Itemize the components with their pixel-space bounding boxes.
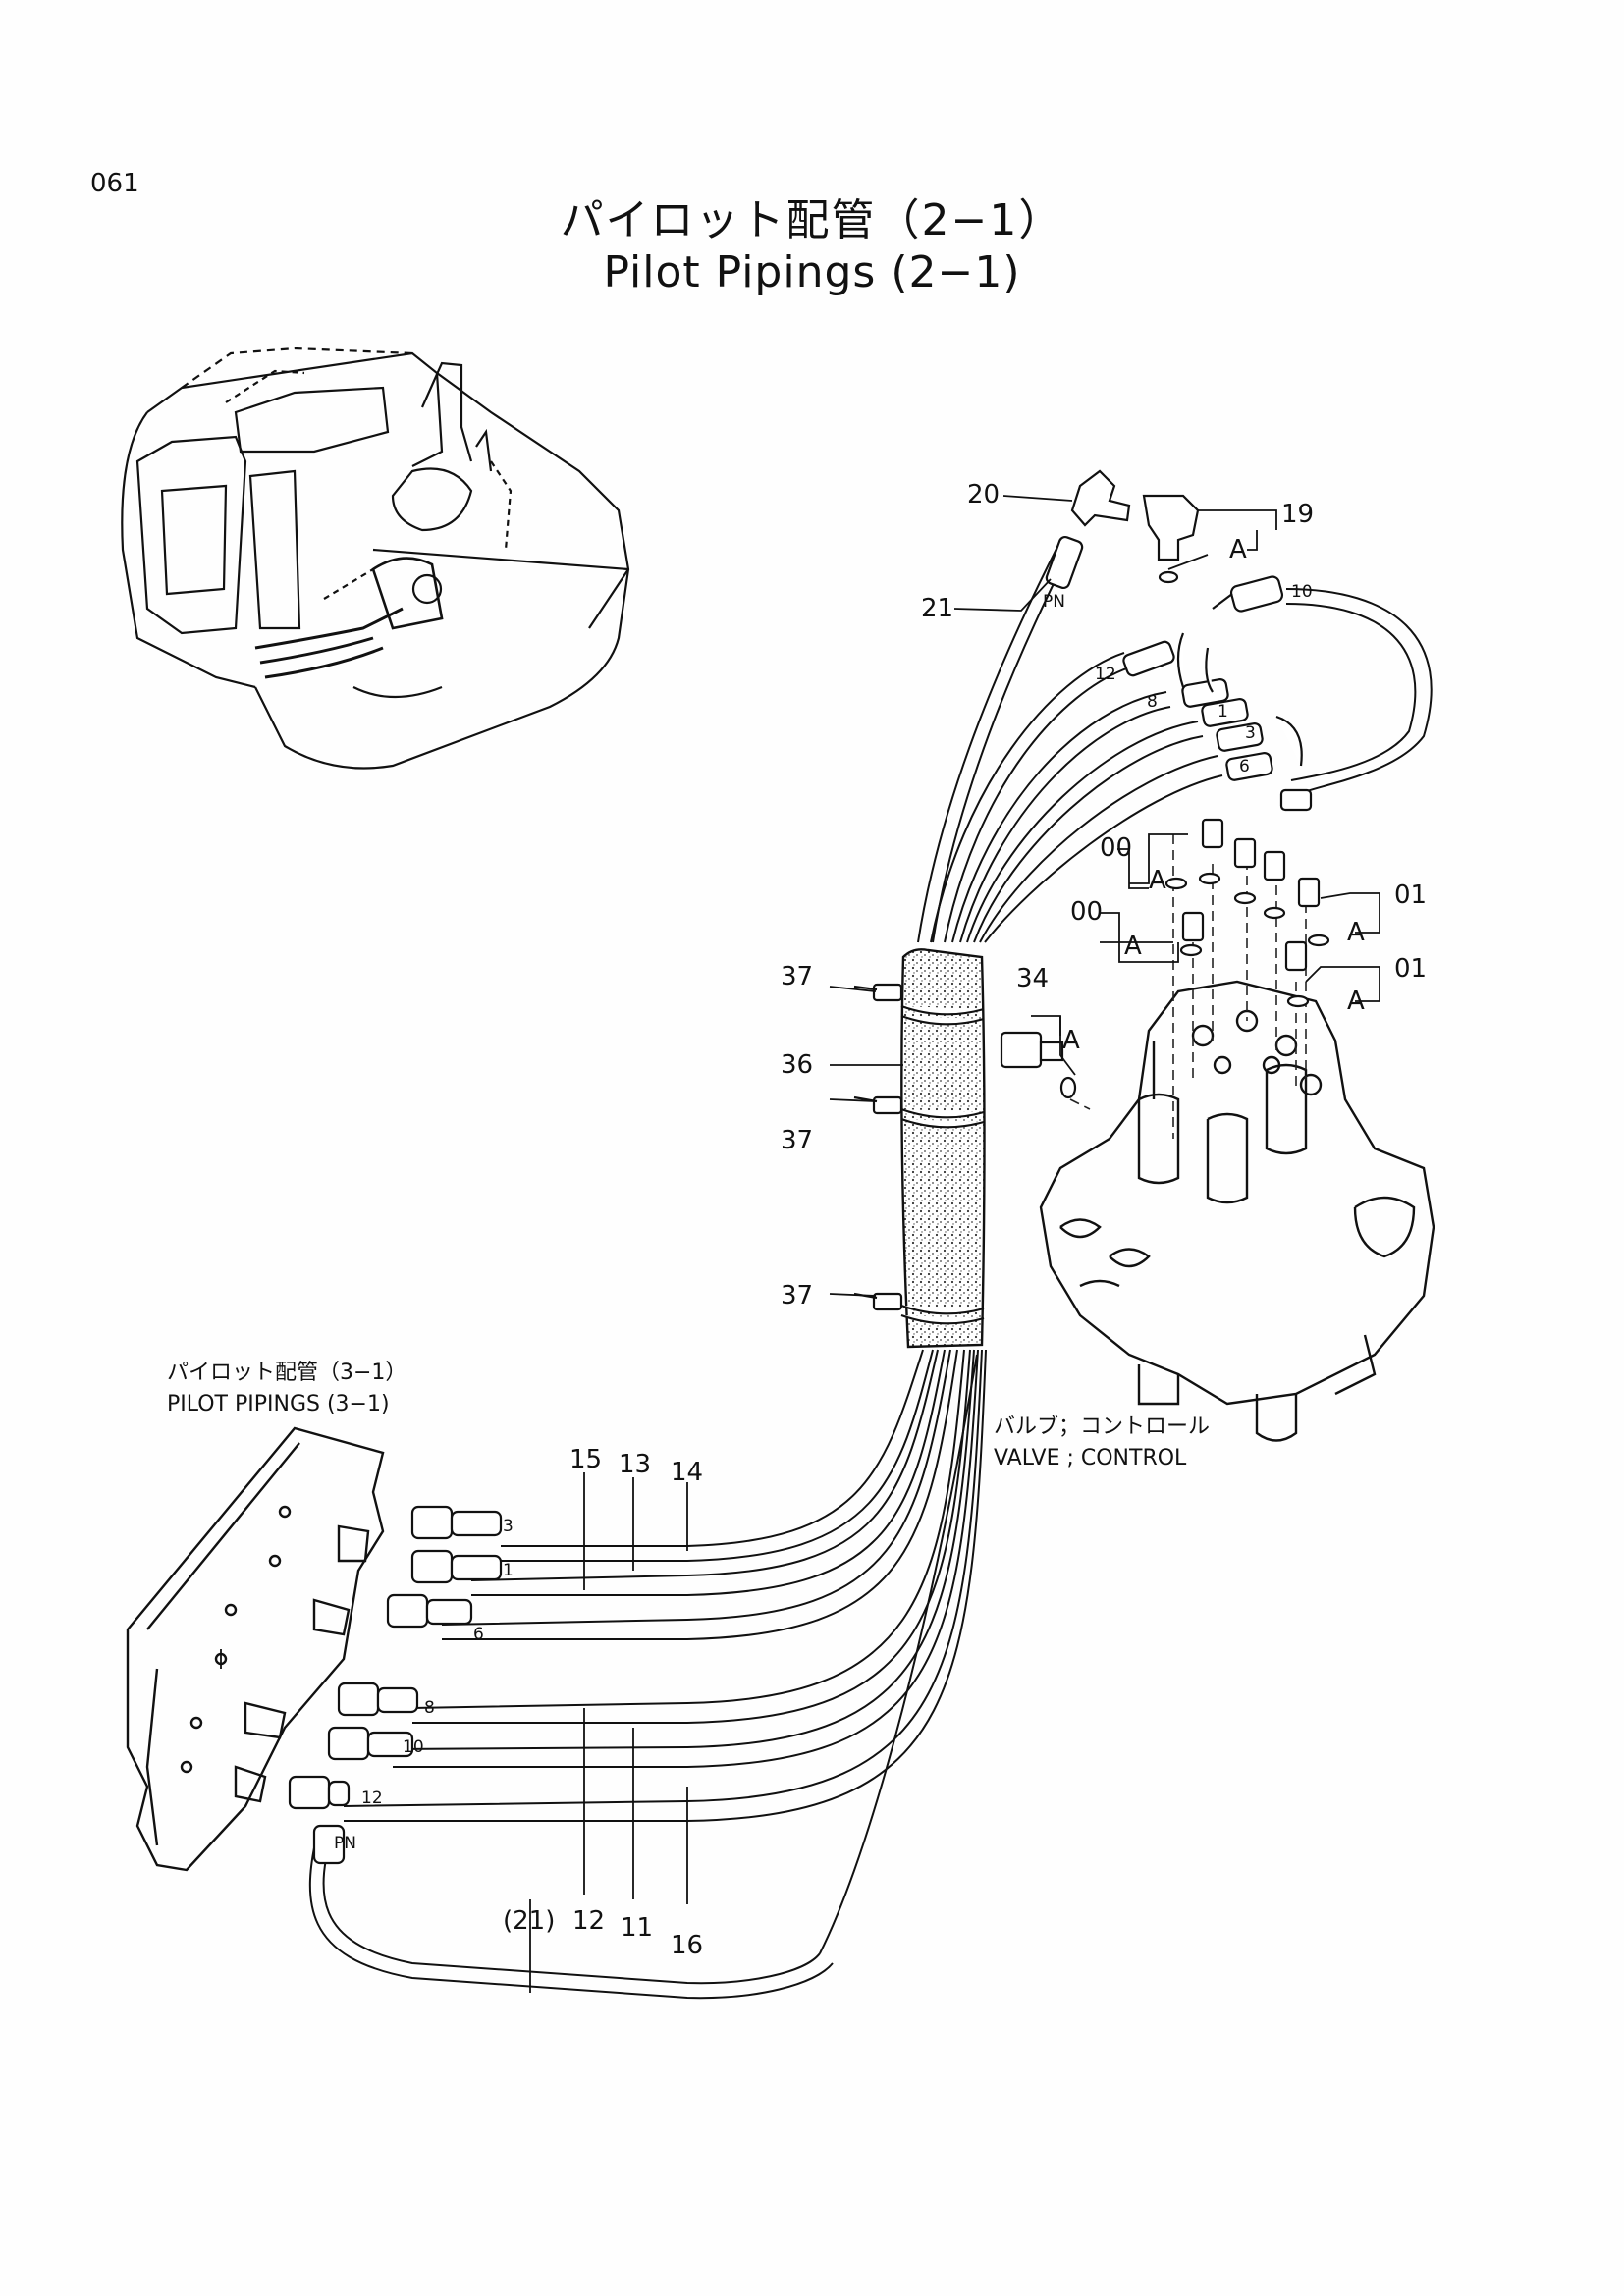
callout-12: 12 bbox=[572, 1906, 605, 1936]
reference-notes: パイロット配管（3−1） PILOT PIPINGS (3−1) バルブ；コント… bbox=[167, 1361, 1210, 1470]
band-clamps bbox=[853, 983, 985, 1325]
hose-tag-bottom-6: 6 bbox=[473, 1625, 484, 1644]
callout-21-ref: (21) bbox=[503, 1906, 555, 1936]
callout-numbers: 20 19 21 10 12 8 00 00 01 01 34 37 36 37… bbox=[503, 480, 1427, 1960]
valve-fittings bbox=[1000, 818, 1330, 1099]
hose-tag-bottom-12: 12 bbox=[361, 1789, 383, 1808]
hose-label-12: 12 bbox=[1095, 665, 1116, 684]
control-valve-label-en: VALVE ; CONTROL bbox=[994, 1446, 1187, 1470]
callout-01-upper: 01 bbox=[1394, 881, 1427, 910]
hose-tag-bottom-1: 1 bbox=[503, 1561, 514, 1580]
page-title-japanese: パイロット配管（2−1） bbox=[560, 195, 1064, 245]
control-valve-icon bbox=[1039, 980, 1435, 1442]
callout-01-lower: 01 bbox=[1394, 954, 1427, 984]
excavator-overview-icon bbox=[121, 347, 630, 770]
hose-tags: 1 3 6 3 1 6 8 10 12 bbox=[361, 702, 1256, 1808]
marker-a-4: A bbox=[1347, 987, 1365, 1016]
callout-36: 36 bbox=[781, 1050, 813, 1080]
hose-tag-bottom-10: 10 bbox=[403, 1737, 424, 1757]
pilot-piping-ref-en: PILOT PIPINGS (3−1) bbox=[167, 1392, 390, 1416]
callout-37-middle: 37 bbox=[781, 1126, 813, 1155]
callout-16: 16 bbox=[671, 1931, 703, 1960]
hose-bundle bbox=[917, 544, 1433, 943]
marker-a-1: A bbox=[1149, 866, 1166, 895]
callout-21: 21 bbox=[921, 594, 953, 623]
callout-13: 13 bbox=[619, 1450, 651, 1479]
callout-15: 15 bbox=[569, 1445, 602, 1474]
elbow-fitting-19 bbox=[1142, 494, 1200, 584]
protector-sleeve bbox=[900, 948, 986, 1349]
marker-a-5: A bbox=[1062, 1026, 1080, 1055]
callout-14: 14 bbox=[671, 1458, 703, 1487]
hose-label-10: 10 bbox=[1291, 582, 1313, 602]
callout-34: 34 bbox=[1016, 964, 1049, 993]
callout-11: 11 bbox=[621, 1913, 653, 1943]
page-number: 061 bbox=[90, 169, 139, 198]
marker-a-top: A bbox=[1229, 535, 1247, 564]
page-title-english: Pilot Pipings (2−1) bbox=[603, 247, 1021, 297]
control-valve-label-jp: バルブ；コントロール bbox=[994, 1415, 1210, 1439]
callout-00-upper: 00 bbox=[1100, 833, 1132, 863]
hose-label-8: 8 bbox=[1147, 692, 1158, 712]
hose-ferrules-top bbox=[1045, 535, 1313, 812]
hose-bundle-lower bbox=[308, 1349, 987, 2000]
view-markers: A A A A A A PN PN bbox=[334, 535, 1365, 1853]
marker-a-2: A bbox=[1124, 932, 1142, 961]
marker-a-3: A bbox=[1347, 918, 1365, 947]
pn-label-bottom: PN bbox=[334, 1834, 356, 1853]
callout-20: 20 bbox=[967, 480, 1000, 509]
callout-00-lower: 00 bbox=[1070, 897, 1103, 927]
pilot-valve-block-icon bbox=[126, 1426, 385, 1872]
hose-tag-top-6: 6 bbox=[1239, 757, 1250, 776]
leader-lines bbox=[220, 495, 1380, 1993]
callout-37-bottom: 37 bbox=[781, 1281, 813, 1310]
pn-label-top: PN bbox=[1043, 592, 1065, 612]
tee-fitting-20 bbox=[1070, 469, 1131, 527]
callout-19: 19 bbox=[1281, 500, 1314, 529]
hose-tag-bottom-8: 8 bbox=[424, 1698, 435, 1718]
callout-37-top: 37 bbox=[781, 962, 813, 991]
hose-tag-top-1: 1 bbox=[1218, 702, 1228, 721]
pilot-piping-ref-jp: パイロット配管（3−1） bbox=[167, 1361, 406, 1385]
hose-tag-top-3: 3 bbox=[1245, 723, 1256, 743]
hose-tag-bottom-3: 3 bbox=[503, 1517, 514, 1536]
pilot-block-fittings bbox=[288, 1505, 503, 1865]
